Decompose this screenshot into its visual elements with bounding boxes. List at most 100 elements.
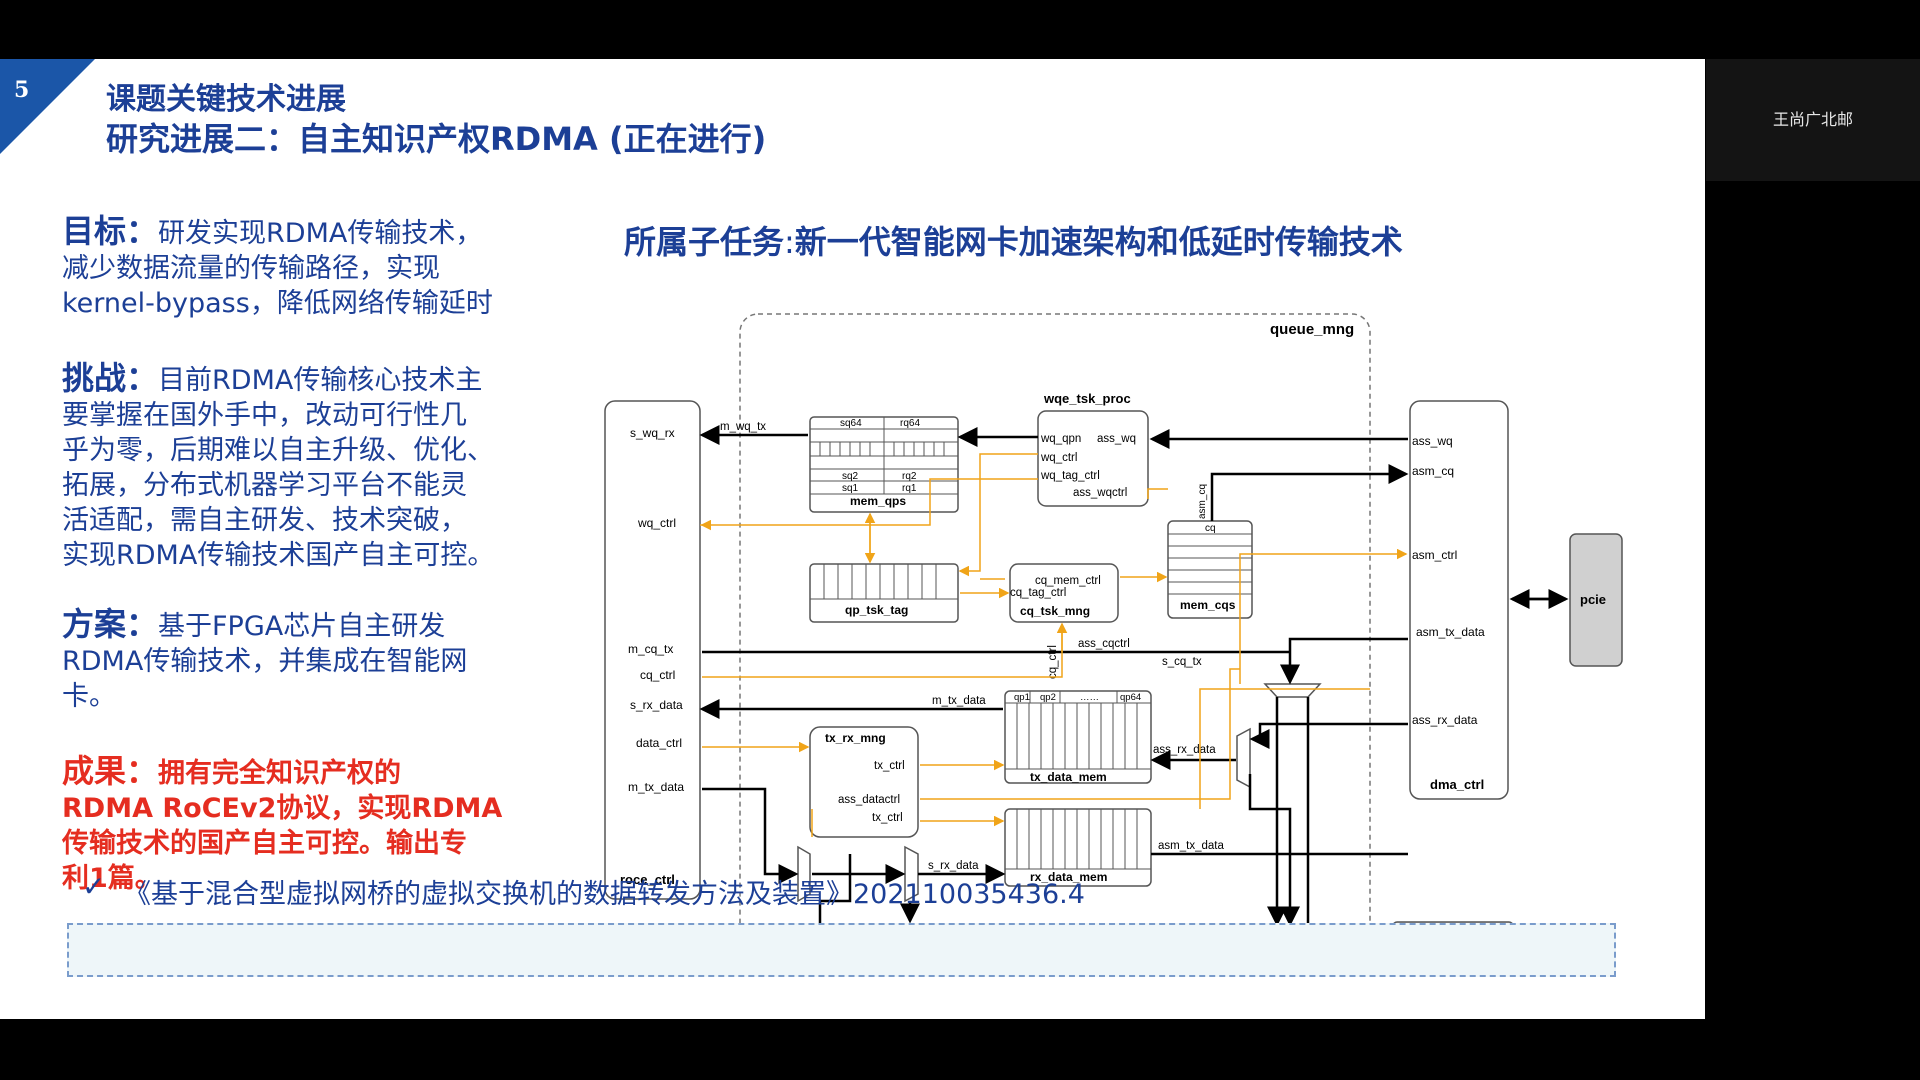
subtask-heading: 所属子任务:新一代智能网卡加速架构和低延时传输技术 [624, 217, 1403, 263]
rx-data-mem-label: rx_data_mem [1030, 870, 1107, 884]
port-ass-wq: ass_wq [1412, 434, 1453, 448]
rx-data-mem-block [1004, 808, 1152, 887]
challenge-heading: 挑战： [62, 359, 159, 397]
challenge-line-5: 活适配，需自主研发、技术突破， [62, 505, 467, 536]
result-line-2: RDMA RoCEv2协议，实现RDMA [62, 793, 503, 824]
tx-mem-cell-qp2: qp2 [1040, 692, 1056, 703]
slide: 5 课题关键技术进展 研究进展二：自主知识产权RDMA (正在进行) 目标：研发… [0, 59, 1705, 1019]
signal-cq-ctrl-vertical: cq_ctrl [1047, 645, 1059, 679]
wqe-tsk-proc-label: wqe_tsk_proc [1043, 391, 1131, 406]
wqe-port-wq-ctrl: wq_ctrl [1040, 452, 1077, 464]
patent-box [67, 923, 1616, 977]
signal-m-wq-tx: m_wq_tx [720, 421, 766, 433]
tx-mem-cell-ellipsis: …… [1080, 692, 1099, 703]
signal-s-rx-data: s_rx_data [928, 860, 979, 872]
tx-rx-port-tx-ctrl-1: tx_ctrl [874, 760, 905, 772]
tx-rx-mng-block [809, 726, 919, 838]
wqe-port-ass-wqctrl: ass_wqctrl [1073, 487, 1127, 499]
rdma-architecture-diagram: queue_mng roce_ctrl s_wq_rx wq_ctrl m_cq… [604, 313, 1623, 960]
goal-heading: 目标： [62, 212, 159, 250]
goal-line-2: 减少数据流量的传输路径，实现 [62, 253, 440, 284]
wqe-port-wq-qpn: wq_qpn [1040, 433, 1081, 445]
page-number: 5 [14, 77, 30, 103]
port-asm-ctrl: asm_ctrl [1412, 548, 1457, 562]
mem-qps-cell-sq1: sq1 [842, 483, 859, 494]
port-wq-ctrl: wq_ctrl [637, 516, 676, 530]
plan-line-1: 基于FPGA芯片自主研发 [158, 611, 446, 642]
wqe-port-wq-tag-ctrl: wq_tag_ctrl [1040, 470, 1100, 482]
cq-tsk-mng-label: cq_tsk_mng [1020, 604, 1090, 618]
port-asm-tx-data: asm_tx_data [1416, 625, 1485, 639]
result-line-3: 传输技术的国产自主可控。输出专 [62, 828, 467, 859]
mux-top [1263, 683, 1322, 698]
presenter-tile [1706, 59, 1920, 181]
mem-qps-cell-sq2: sq2 [842, 471, 859, 482]
cq-port-mem-ctrl: cq_mem_ctrl [1035, 575, 1101, 587]
subtask-value: 新一代智能网卡加速架构和低延时传输技术 [794, 223, 1403, 261]
challenge-line-6: 实现RDMA传输技术国产自主可控。 [62, 540, 495, 571]
wqe-port-ass-wq: ass_wq [1097, 433, 1136, 445]
dma-ctrl-block [1409, 400, 1509, 800]
signal-s-cq-tx: s_cq_tx [1162, 656, 1202, 668]
challenge-section: 挑战：目前RDMA传输核心技术主 要掌握在国外手中，改动可行性几 乎为零，后期难… [62, 361, 532, 573]
subtask-label: 所属子任务 [624, 223, 785, 261]
port-m-tx-data: m_tx_data [628, 780, 684, 794]
pcie-label: pcie [1580, 592, 1606, 607]
mem-qps-label: mem_qps [850, 494, 906, 508]
port-m-cq-tx: m_cq_tx [628, 642, 673, 656]
wqe-tsk-proc-block [1037, 410, 1149, 507]
tx-data-mem-block [1004, 690, 1152, 784]
result-section: 成果：拥有完全知识产权的 RDMA RoCEv2协议，实现RDMA 传输技术的国… [62, 754, 532, 896]
plan-heading: 方案： [62, 605, 159, 643]
qp-tsk-tag-block [809, 563, 959, 623]
roce-ctrl-label: roce_ctrl [620, 872, 675, 887]
signal-ass-rx-data: ass_rx_data [1153, 744, 1216, 756]
mem-cqs-block [1167, 520, 1253, 619]
goal-section: 目标：研发实现RDMA传输技术， 减少数据流量的传输路径，实现 kernel-b… [62, 214, 532, 321]
tx-mem-cell-qp64: qp64 [1120, 692, 1141, 703]
mem-cqs-port-cq: cq [1205, 523, 1216, 534]
challenge-line-1: 目前RDMA传输核心技术主 [158, 365, 483, 396]
port-asm-cq: asm_cq [1412, 464, 1454, 478]
result-line-1: 拥有完全知识产权的 [158, 758, 402, 789]
goal-line-1: 研发实现RDMA传输技术， [158, 218, 483, 249]
port-s-rx-data: s_rx_data [630, 698, 683, 712]
slide-corner-decoration [0, 59, 95, 154]
port-data-ctrl: data_ctrl [636, 736, 682, 750]
dma-ctrl-label: dma_ctrl [1430, 777, 1484, 792]
queue-mng-region [739, 313, 1371, 960]
data-paths [699, 425, 1409, 927]
signal-ass-cqctrl: ass_cqctrl [1078, 638, 1130, 650]
queue-mng-label: queue_mng [1270, 321, 1354, 338]
control-paths [700, 453, 1408, 837]
mem-qps-cell-sq64: sq64 [840, 418, 862, 429]
tx-rx-mng-label: tx_rx_mng [825, 731, 886, 745]
cq-port-tag-ctrl: cq_tag_ctrl [1010, 587, 1066, 599]
tx-mem-cell-qp1: qp1 [1014, 692, 1030, 703]
plan-line-3: 卡。 [62, 681, 116, 712]
port-ass-rx-data: ass_rx_data [1412, 713, 1478, 727]
qp-tsk-tag-label: qp_tsk_tag [845, 603, 908, 617]
port-s-wq-rx: s_wq_rx [630, 426, 675, 440]
roce-ctrl-block [604, 400, 701, 900]
challenge-line-4: 拓展，分布式机器学习平台不能灵 [62, 470, 467, 501]
mem-qps-cell-rq64: rq64 [900, 418, 920, 429]
mem-qps-cell-rq2: rq2 [902, 471, 917, 482]
result-line-4: 利1篇。 [62, 863, 162, 894]
port-cq-ctrl: cq_ctrl [640, 668, 675, 682]
signal-m-tx-data: m_tx_data [932, 695, 986, 707]
check-icon: ✓ [82, 871, 106, 902]
result-heading: 成果： [62, 752, 159, 790]
mux-right [1236, 727, 1251, 789]
mem-qps-block [809, 416, 959, 513]
slide-subtitle: 研究进展二：自主知识产权RDMA (正在进行) [106, 120, 767, 158]
presenter-name: 王尚广北邮 [1772, 110, 1853, 129]
signal-asm-tx-data: asm_tx_data [1158, 840, 1224, 852]
cq-tsk-mng-block [1009, 563, 1119, 623]
tx-data-mem-label: tx_data_mem [1030, 770, 1107, 784]
slide-title: 课题关键技术进展 [106, 82, 346, 117]
challenge-line-2: 要掌握在国外手中，改动可行性几 [62, 400, 467, 431]
goal-line-3: kernel-bypass，降低网络传输延时 [62, 288, 493, 319]
mem-cqs-label: mem_cqs [1180, 598, 1236, 612]
tx-rx-port-tx-ctrl-2: tx_ctrl [872, 812, 903, 824]
